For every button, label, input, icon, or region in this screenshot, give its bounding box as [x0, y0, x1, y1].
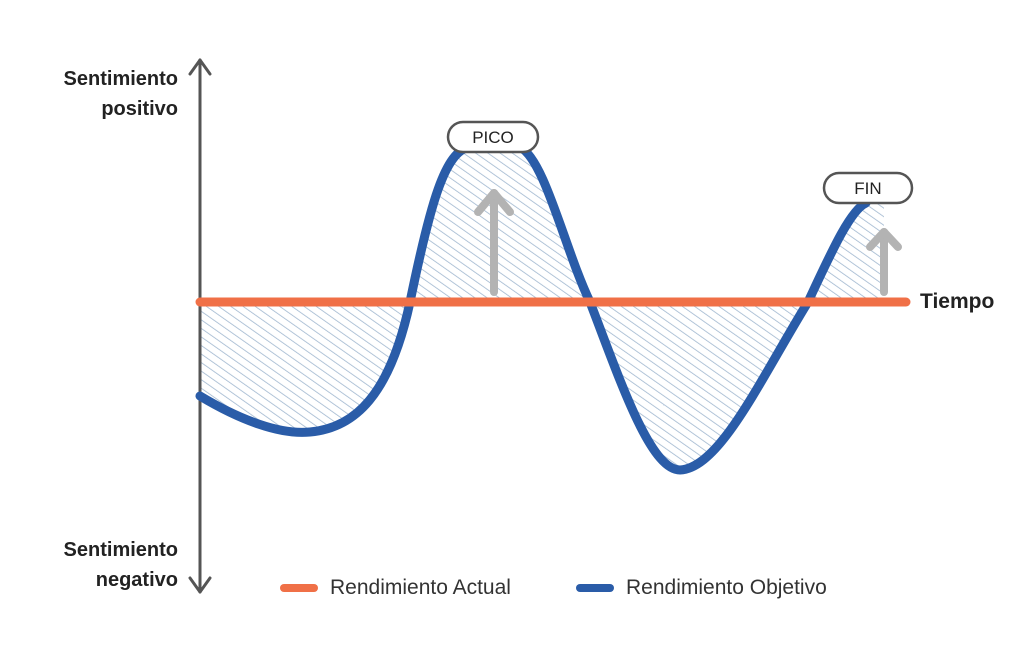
- time-axis-label: Tiempo: [920, 290, 995, 313]
- legend-actual: Rendimiento Actual: [280, 576, 511, 600]
- negative-sentiment-label: Sentimiento negativo: [10, 535, 178, 595]
- peak-label: PICO: [472, 128, 514, 147]
- peak-up-arrow-icon: [474, 189, 514, 296]
- hatched-area: [200, 147, 884, 470]
- negative-label-line1: Sentimiento: [63, 539, 178, 561]
- legend-actual-swatch: [280, 584, 318, 592]
- negative-label-line2: negativo: [95, 569, 178, 591]
- vertical-axis: [188, 58, 212, 594]
- legend-target: Rendimiento Objetivo: [576, 576, 827, 600]
- positive-sentiment-label: Sentimiento positivo: [10, 64, 178, 124]
- end-label-pill: [822, 171, 914, 205]
- legend-target-swatch: [576, 584, 614, 592]
- legend-target-label: Rendimiento Objetivo: [626, 576, 827, 599]
- end-label: FIN: [854, 179, 881, 198]
- peak-label-pill: [446, 120, 540, 154]
- positive-label-line2: positivo: [101, 98, 178, 120]
- positive-label-line1: Sentimiento: [63, 68, 178, 90]
- legend-actual-label: Rendimiento Actual: [330, 576, 511, 599]
- target-performance-curve: [195, 142, 871, 475]
- end-up-arrow-icon: [866, 228, 902, 296]
